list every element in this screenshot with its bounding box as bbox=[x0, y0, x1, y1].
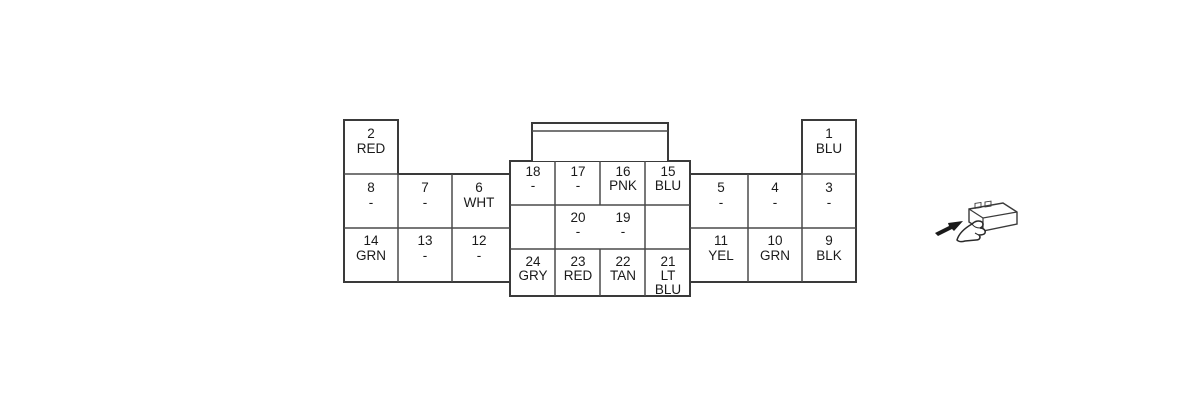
pin-number: 5 bbox=[717, 180, 725, 195]
pin-13: 13 - bbox=[417, 233, 432, 263]
pin-2: 2 RED bbox=[357, 126, 386, 156]
pin-number: 16 bbox=[615, 164, 630, 179]
pin-7: 7 - bbox=[421, 180, 429, 210]
pin-number: 8 bbox=[367, 180, 375, 195]
right-grid bbox=[690, 173, 856, 282]
pin-wire-color: GRN bbox=[760, 248, 790, 263]
pin-21: 21 LT BLU bbox=[655, 254, 681, 297]
hand-pointing-connector-icon bbox=[935, 200, 1018, 243]
pin-number: 20 bbox=[570, 210, 585, 225]
pin-wire-color: RED bbox=[564, 268, 593, 283]
pin-wire-color: - bbox=[621, 224, 626, 239]
pin-number: 22 bbox=[615, 254, 630, 269]
pin-wire-color: RED bbox=[357, 141, 386, 156]
left-grid bbox=[344, 173, 510, 282]
pin-6: 6 WHT bbox=[464, 180, 495, 210]
pin-number: 3 bbox=[825, 180, 833, 195]
pin-9: 9 BLK bbox=[816, 233, 842, 263]
pin-20: 20 - bbox=[570, 210, 585, 239]
pin-wire-color: PNK bbox=[609, 178, 637, 193]
pin-17: 17 - bbox=[570, 164, 585, 193]
pin-number: 19 bbox=[615, 210, 630, 225]
pin-4: 4 - bbox=[771, 180, 779, 210]
pin-wire-color: - bbox=[531, 178, 536, 193]
pin-number: 1 bbox=[825, 126, 833, 141]
pin-wire-color: WHT bbox=[464, 195, 495, 210]
pin-11: 11 YEL bbox=[708, 233, 734, 263]
pin-number: 4 bbox=[771, 180, 779, 195]
pin-12: 12 - bbox=[471, 233, 486, 263]
pin-1: 1 BLU bbox=[816, 126, 842, 156]
pin-10: 10 GRN bbox=[760, 233, 790, 263]
pin-wire-color: - bbox=[773, 195, 778, 210]
pin-wire-color: BLK bbox=[816, 248, 842, 263]
pin-number: 6 bbox=[475, 180, 483, 195]
pin-18: 18 - bbox=[525, 164, 540, 193]
pin-number: 14 bbox=[363, 233, 379, 248]
pin-wire-color: - bbox=[827, 195, 832, 210]
pin-wire-color: - bbox=[719, 195, 724, 210]
pin-wire-color: - bbox=[576, 178, 581, 193]
pin-number: 2 bbox=[367, 126, 375, 141]
pin-number: 9 bbox=[825, 233, 833, 248]
pin-number: 17 bbox=[570, 164, 585, 179]
pin-number: 10 bbox=[767, 233, 782, 248]
pin-14: 14 GRN bbox=[356, 233, 386, 263]
pin-wire-color: GRN bbox=[356, 248, 386, 263]
pin-wire-color: YEL bbox=[708, 248, 734, 263]
pin-number: 15 bbox=[660, 164, 675, 179]
pin-number: 13 bbox=[417, 233, 432, 248]
pin-wire-color: BLU bbox=[655, 178, 681, 193]
pin-16: 16 PNK bbox=[609, 164, 637, 193]
pin-wire-color-line2: BLU bbox=[655, 282, 681, 297]
pin-number: 11 bbox=[714, 233, 728, 248]
pin-number: 12 bbox=[471, 233, 486, 248]
pin-number: 7 bbox=[421, 180, 429, 195]
connector-housing bbox=[343, 119, 857, 297]
pin-number: 21 bbox=[660, 254, 675, 269]
pin-wire-color: - bbox=[576, 224, 581, 239]
pin-wire-color: - bbox=[423, 195, 428, 210]
pin-24: 24 GRY bbox=[518, 254, 547, 283]
pin-number: 18 bbox=[525, 164, 540, 179]
pin-wire-color: LT bbox=[661, 268, 676, 283]
pin-wire-color: TAN bbox=[610, 268, 636, 283]
pin-22: 22 TAN bbox=[610, 254, 636, 283]
pin-5: 5 - bbox=[717, 180, 725, 210]
pin-wire-color: - bbox=[423, 248, 428, 263]
pin-wire-color: BLU bbox=[816, 141, 842, 156]
pin-3: 3 - bbox=[825, 180, 833, 210]
pin-8: 8 - bbox=[367, 180, 375, 210]
pin-19: 19 - bbox=[615, 210, 630, 239]
pin-number: 24 bbox=[525, 254, 541, 269]
center-grid bbox=[510, 161, 690, 296]
pin-23: 23 RED bbox=[564, 254, 593, 283]
pin-wire-color: GRY bbox=[518, 268, 547, 283]
pin-wire-color: - bbox=[477, 248, 482, 263]
pin-15: 15 BLU bbox=[655, 164, 681, 193]
pin-wire-color: - bbox=[369, 195, 374, 210]
pin-number: 23 bbox=[570, 254, 585, 269]
